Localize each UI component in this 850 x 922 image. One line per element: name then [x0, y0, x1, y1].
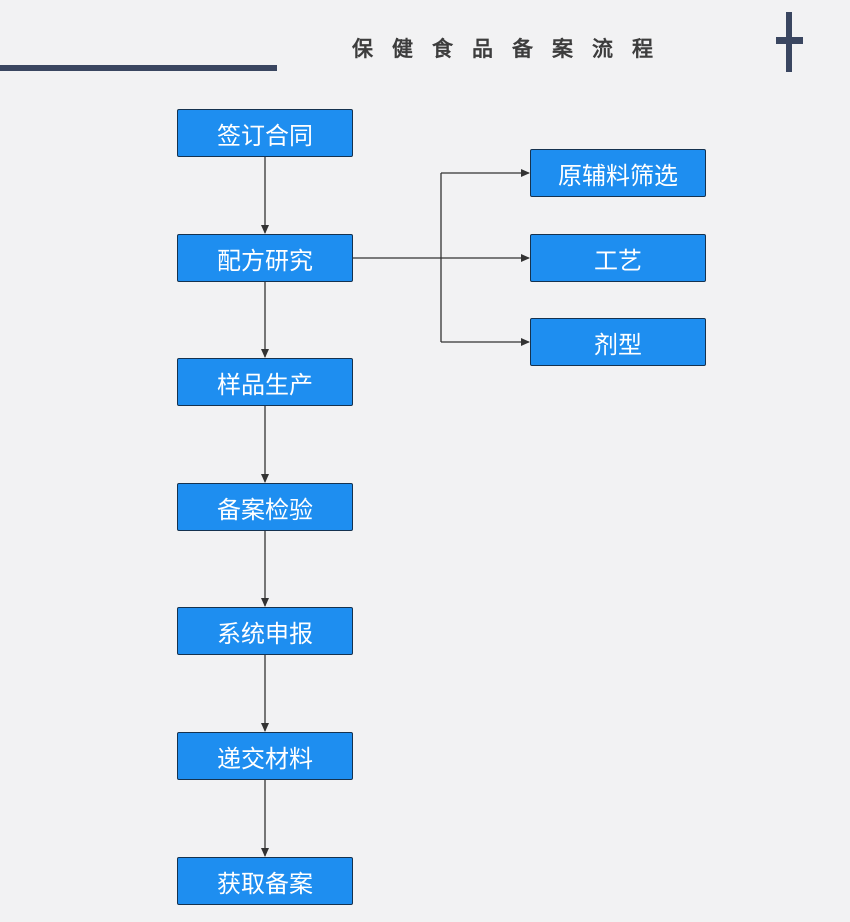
step-sign-contract: 签订合同 [177, 109, 353, 157]
step-filing-inspection: 备案检验 [177, 483, 353, 531]
header-divider [0, 65, 277, 71]
branch-process: 工艺 [530, 234, 706, 282]
page-title: 保健食品备案流程 [352, 36, 672, 61]
step-obtain-filing: 获取备案 [177, 857, 353, 905]
step-submit-materials: 递交材料 [177, 732, 353, 780]
plus-icon-horizontal-bar [776, 37, 803, 44]
branch-dosage-form: 剂型 [530, 318, 706, 366]
step-sample-production: 样品生产 [177, 358, 353, 406]
step-formula-research: 配方研究 [177, 234, 353, 282]
branch-raw-material-screening: 原辅料筛选 [530, 149, 706, 197]
step-system-declaration: 系统申报 [177, 607, 353, 655]
